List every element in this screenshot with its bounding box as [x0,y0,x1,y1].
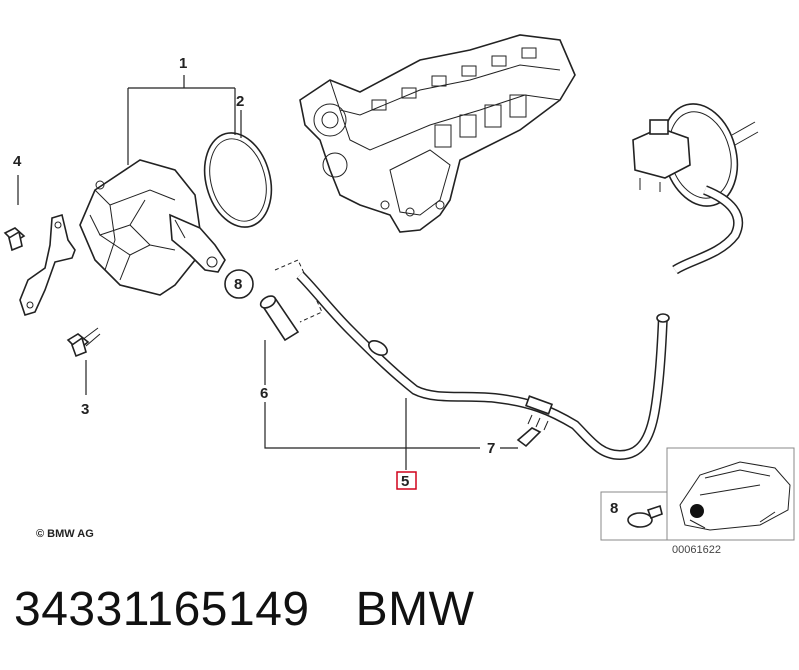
callout-8: 8 [234,276,242,293]
callout-1: 1 [179,55,187,72]
callout-3: 3 [81,401,89,418]
highlight-box [396,471,417,490]
brake-booster-illustration [632,103,759,275]
callout-2: 2 [236,93,244,110]
copyright-notice: © BMW AG [36,528,94,540]
diagram-code: 00061622 [672,544,721,556]
bolt-illustration [66,327,101,358]
o-ring-illustration [203,132,273,228]
clip-illustration [516,427,542,448]
clamp-inset: 8 [600,491,668,541]
clamp-illustration [224,269,254,299]
brand-name: BMW [355,583,475,636]
assembly-dashed-outline [274,259,323,323]
cylinder-head-illustration [299,34,576,233]
product-caption: 34331165149 BMW [14,582,474,637]
callout-5[interactable]: 5 [401,473,409,490]
bracket-illustration [3,213,76,316]
vehicle-locator-inset [666,447,795,541]
vacuum-pump-illustration [79,159,226,296]
callout-6: 6 [260,385,268,402]
leader-lines [17,75,518,470]
callout-4: 4 [13,153,22,170]
part-number: 34331165149 [14,583,310,636]
hose-piece-illustration [259,295,300,342]
parts-diagram: 1 2 4 3 6 7 8 5 8 00061622 © BMW AG [3,34,795,556]
callout-7: 7 [487,440,495,457]
vacuum-hose-illustration [296,271,670,461]
inset-callout-8: 8 [610,500,618,517]
location-marker-icon [690,504,704,518]
